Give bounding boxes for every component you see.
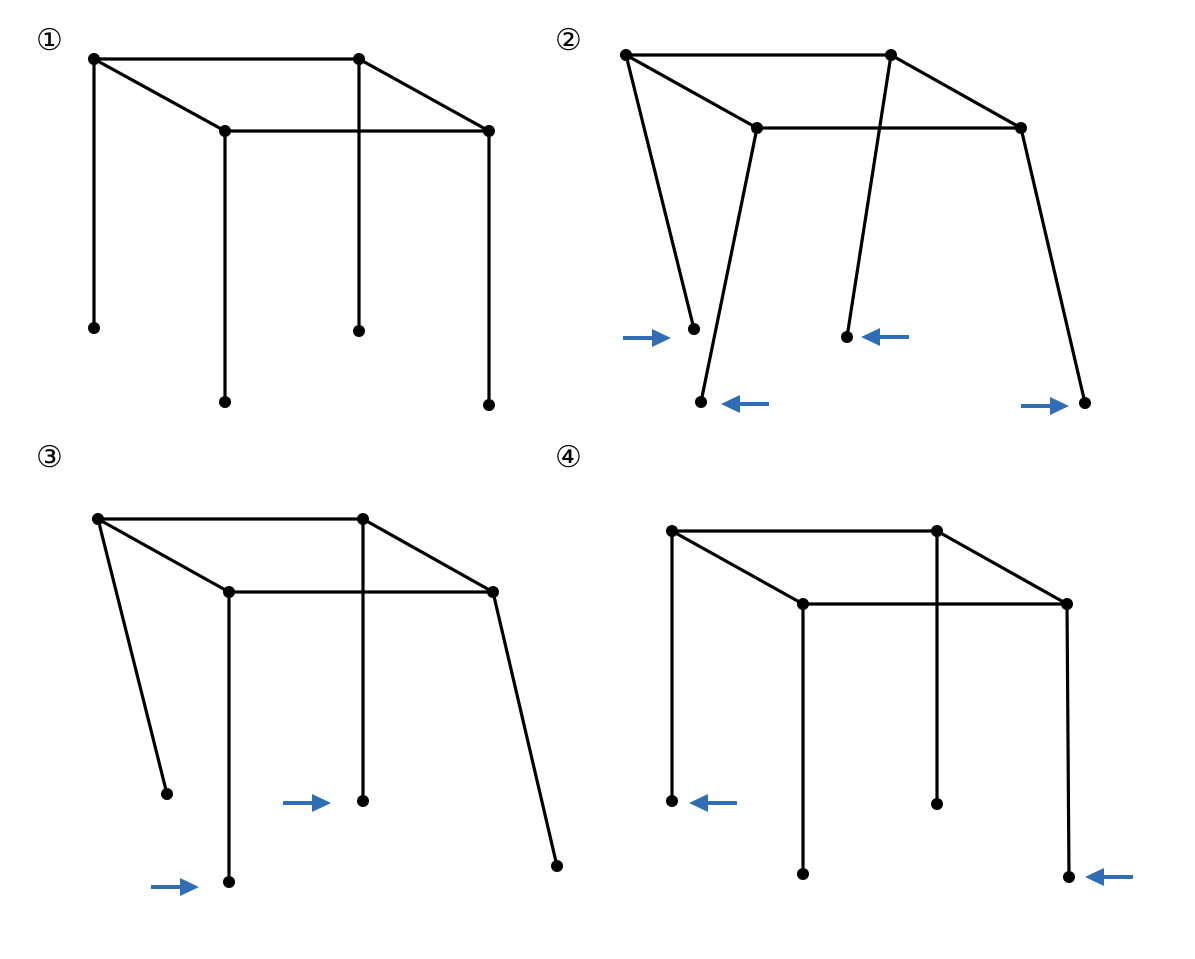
panel-2-arrow-right-2 (1021, 397, 1069, 415)
frame-member (670, 529, 805, 606)
panel-3-frame (92, 513, 563, 888)
frame-member (1019, 126, 1087, 405)
panel-2-arrow-right-1 (623, 329, 671, 347)
joint-node (1061, 598, 1073, 610)
panel-4-frame (666, 525, 1075, 883)
joint-node (483, 399, 495, 411)
joint-node (88, 53, 100, 65)
panel-2-arrow-left-2 (861, 328, 909, 346)
frame-member (699, 126, 759, 404)
joint-node (797, 868, 809, 880)
panel-2-label: ② (555, 23, 582, 58)
panel-2-frame (620, 49, 1091, 409)
joint-node (1063, 871, 1075, 883)
frame-member (92, 57, 227, 133)
panel-4-arrow-left-1 (689, 794, 737, 812)
panel-3: ③ (36, 440, 563, 896)
joint-node (1015, 122, 1027, 134)
frame-member (96, 517, 169, 796)
joint-node (223, 586, 235, 598)
joint-node (620, 49, 632, 61)
frame-member (96, 517, 231, 594)
arrow-head-icon (1085, 868, 1104, 886)
joint-node (92, 513, 104, 525)
arrow-head-icon (1050, 397, 1069, 415)
joint-node (88, 322, 100, 334)
joint-node (353, 325, 365, 337)
joint-node (487, 586, 499, 598)
joint-node (551, 860, 563, 872)
frame-member (357, 57, 491, 133)
panel-3-arrow-right-1 (151, 878, 199, 896)
arrow-head-icon (861, 328, 880, 346)
panel-3-arrow-right-2 (283, 794, 331, 812)
joint-node (841, 331, 853, 343)
frame-member (624, 53, 759, 130)
joint-node (666, 795, 678, 807)
joint-node (797, 598, 809, 610)
panel-2-arrow-left-1 (721, 395, 769, 413)
frame-member (491, 590, 559, 868)
joint-node (219, 125, 231, 137)
joint-node (357, 795, 369, 807)
joint-node (885, 49, 897, 61)
arrow-head-icon (180, 878, 199, 896)
arrow-head-icon (721, 395, 740, 413)
panel-1-label: ① (36, 23, 63, 58)
arrow-head-icon (689, 794, 708, 812)
joint-node (353, 53, 365, 65)
arrow-head-icon (312, 794, 331, 812)
joint-node (751, 122, 763, 134)
joint-node (161, 788, 173, 800)
joint-node (688, 323, 700, 335)
joint-node (219, 396, 231, 408)
panel-2: ② (555, 23, 1091, 415)
joint-node (223, 876, 235, 888)
panel-1-frame (88, 53, 495, 411)
joint-node (695, 396, 707, 408)
panel-4: ④ (555, 440, 1133, 886)
joint-node (1079, 397, 1091, 409)
frame-member (845, 53, 893, 339)
joint-node (357, 513, 369, 525)
panel-4-arrow-left-2 (1085, 868, 1133, 886)
frame-member (624, 53, 696, 331)
frame-member (361, 517, 495, 594)
joint-node (483, 125, 495, 137)
frame-member (889, 53, 1023, 130)
panel-3-label: ③ (36, 440, 63, 475)
joint-node (931, 798, 943, 810)
joint-node (666, 525, 678, 537)
frame-member (935, 529, 1069, 606)
panel-4-label: ④ (555, 440, 582, 475)
arrow-head-icon (652, 329, 671, 347)
panel-1: ① (36, 23, 495, 411)
frame-member (1065, 602, 1071, 879)
joint-node (931, 525, 943, 537)
